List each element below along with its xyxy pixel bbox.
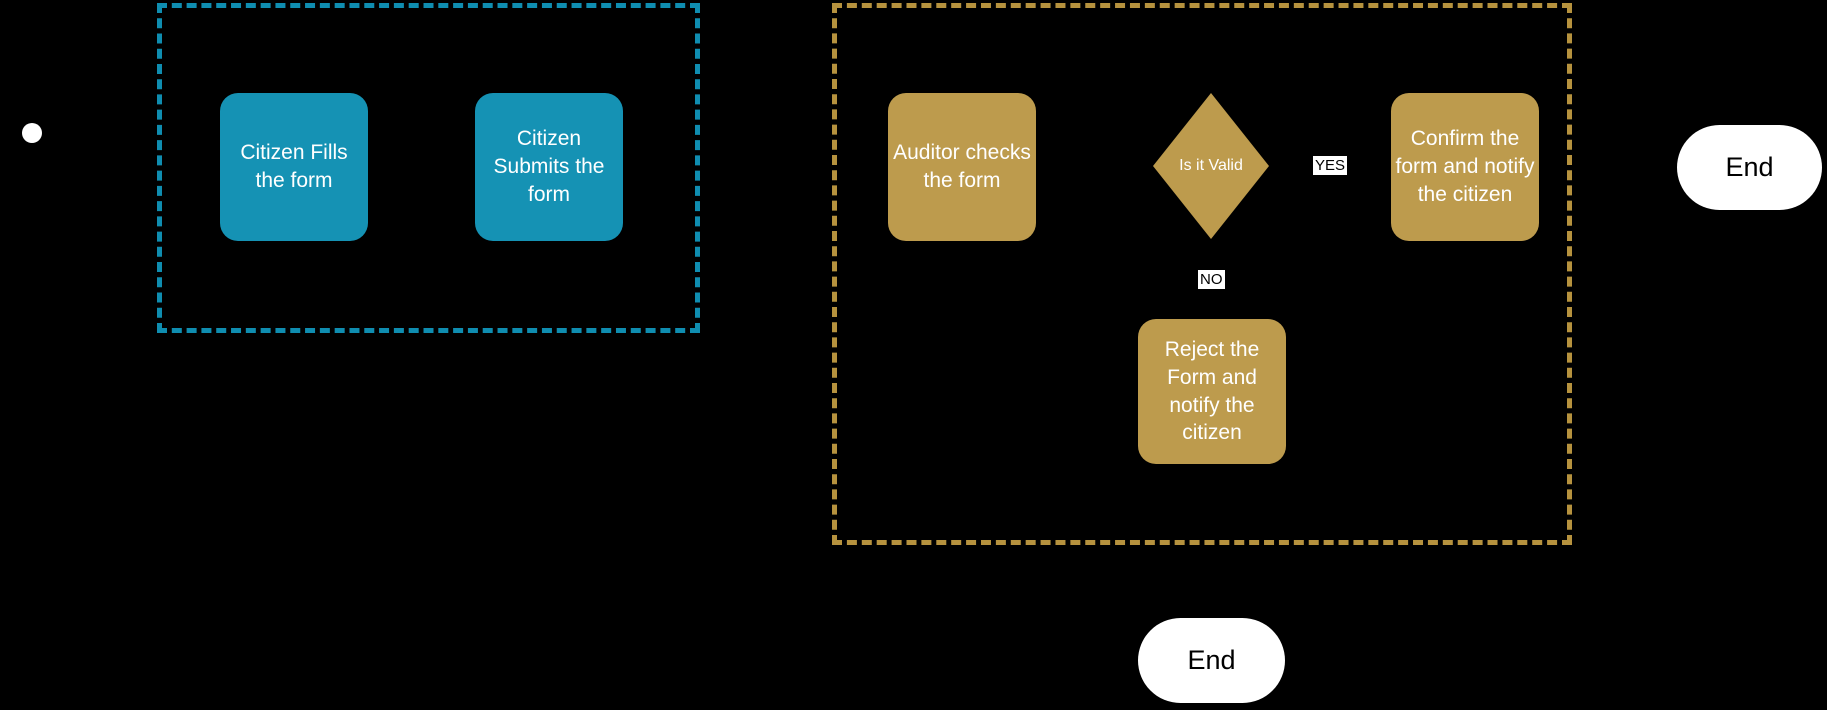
task-citizen-submits-form-label: Citizen Submits the form — [493, 127, 605, 206]
task-auditor-checks-form-label: Auditor checks the form — [893, 141, 1031, 192]
task-citizen-submits-form: Citizen Submits the form — [475, 93, 623, 241]
decision-is-it-valid-label: Is it Valid — [1179, 157, 1243, 174]
end-node-bottom-label: End — [1187, 645, 1236, 675]
end-node-right-label: End — [1725, 152, 1774, 182]
end-node-bottom: End — [1138, 618, 1285, 703]
task-confirm-form-notify-citizen: Confirm the form and notify the citizen — [1391, 93, 1539, 241]
task-reject-form-notify-citizen: Reject the Form and notify the citizen — [1138, 319, 1286, 464]
start-event-circle — [22, 123, 42, 143]
task-citizen-fills-form-label: Citizen Fills the form — [240, 141, 348, 192]
task-confirm-form-notify-citizen-label: Confirm the form and notify the citizen — [1395, 127, 1535, 206]
citizen-lane-group — [157, 3, 700, 333]
task-reject-form-notify-citizen-label: Reject the Form and notify the citizen — [1164, 338, 1260, 445]
end-node-right: End — [1677, 125, 1822, 210]
auditor-lane-group — [832, 3, 1572, 545]
edge-label-no: NO — [1198, 270, 1225, 289]
edge-label-yes: YES — [1313, 156, 1348, 175]
task-citizen-fills-form: Citizen Fills the form — [220, 93, 368, 241]
task-auditor-checks-form: Auditor checks the form — [888, 93, 1036, 241]
